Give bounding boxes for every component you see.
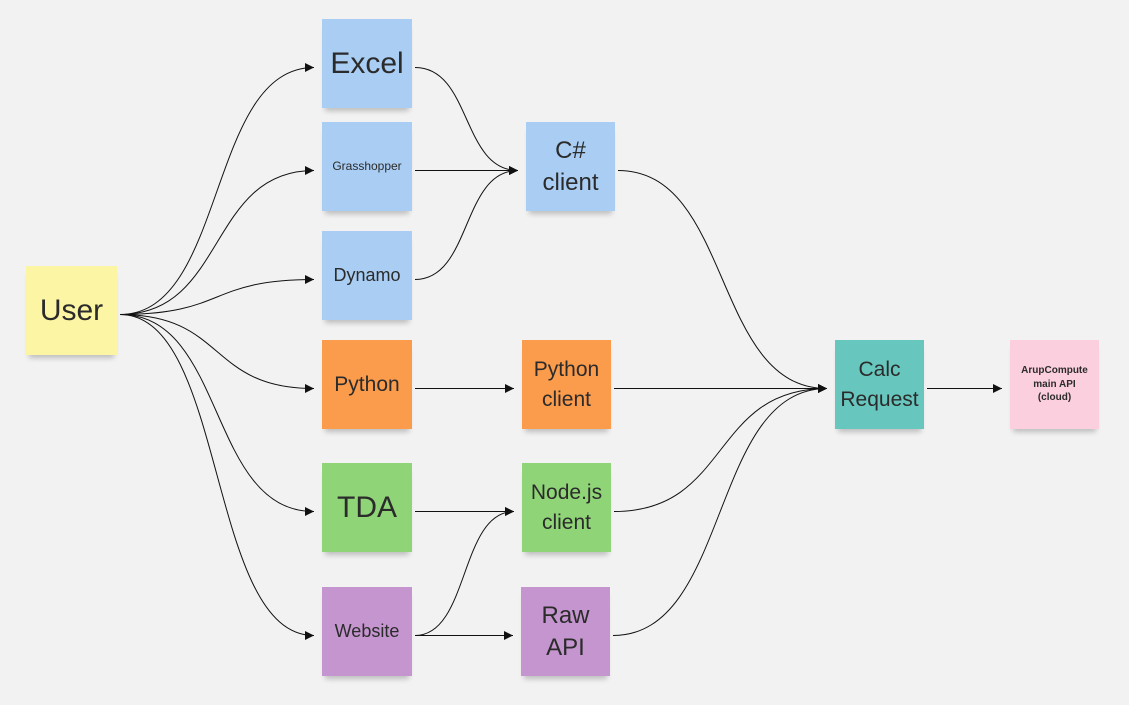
connector-user-to-dynamo (119, 275, 315, 315)
website-label: Website (334, 621, 400, 641)
connector-website-to-nodejs_client (414, 507, 515, 636)
calc-request-label: Calc Request (840, 358, 919, 411)
connector-user-to-python (119, 314, 315, 393)
connector-nodejs_client-to-calc_request (613, 384, 828, 512)
connector-raw_api-to-calc_request (612, 384, 828, 636)
dynamo-label: Dynamo (333, 265, 401, 285)
tda-note[interactable]: TDA (322, 463, 412, 552)
python-client-label: Python client (533, 358, 600, 411)
connector-csharp_client-to-calc_request (617, 170, 828, 393)
website-note[interactable]: Website (322, 587, 412, 676)
raw-api-label: Raw API (541, 602, 590, 661)
csharp-client-note[interactable]: C# client (526, 122, 615, 211)
python-label: Python (334, 372, 400, 396)
connector-user-to-website (119, 314, 315, 640)
connector-dynamo-to-csharp_client (414, 166, 519, 280)
connector-user-to-excel (119, 63, 315, 315)
connector-excel-to-csharp_client (414, 67, 519, 175)
tda-label: TDA (337, 490, 397, 524)
user-label: User (39, 293, 104, 327)
dynamo-note[interactable]: Dynamo (322, 231, 412, 320)
csharp-client-label: C# client (542, 137, 599, 196)
arupcompute-label: ArupCompute main API (cloud) (1021, 365, 1088, 404)
arupcompute-main-api-note[interactable]: ArupCompute main API (cloud) (1010, 340, 1099, 429)
excel-note[interactable]: Excel (322, 19, 412, 108)
python-client-note[interactable]: Python client (522, 340, 611, 429)
connector-user-to-grasshopper (119, 166, 315, 315)
connector-user-to-tda (119, 314, 315, 516)
nodejs-client-label: Node.js client (530, 481, 603, 534)
grasshopper-note[interactable]: Grasshopper (322, 122, 412, 211)
user-note[interactable]: User (26, 266, 117, 355)
nodejs-client-note[interactable]: Node.js client (522, 463, 611, 552)
raw-api-note[interactable]: Raw API (521, 587, 610, 676)
excel-label: Excel (330, 46, 404, 80)
grasshopper-label: Grasshopper (332, 158, 402, 173)
python-note[interactable]: Python (322, 340, 412, 429)
calc-request-note[interactable]: Calc Request (835, 340, 924, 429)
